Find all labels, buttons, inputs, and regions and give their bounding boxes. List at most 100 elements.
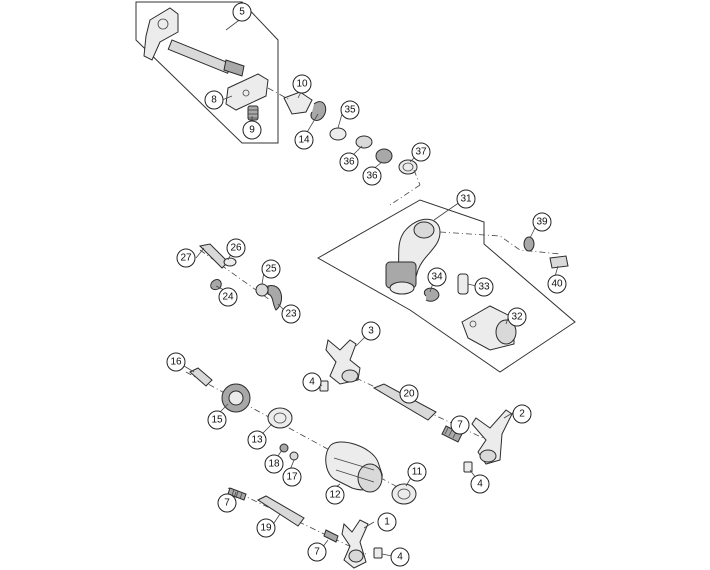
shift-lever-group-frame xyxy=(316,199,576,373)
callout-11: 11 xyxy=(407,462,427,482)
bolt-16-part xyxy=(189,367,213,387)
svg-text:14: 14 xyxy=(298,135,310,146)
svg-text:19: 19 xyxy=(260,523,272,534)
shift-pedal-32-part xyxy=(461,305,517,351)
svg-text:31: 31 xyxy=(460,194,472,205)
callout-33: 33 xyxy=(474,277,494,297)
svg-text:7: 7 xyxy=(314,547,320,558)
shift-plate-part xyxy=(225,73,269,111)
svg-text:39: 39 xyxy=(536,217,548,228)
bushing-36b-part xyxy=(375,148,393,164)
svg-text:4: 4 xyxy=(477,479,483,490)
svg-text:7: 7 xyxy=(457,420,463,431)
svg-text:34: 34 xyxy=(431,272,443,283)
callout-5: 5 xyxy=(232,2,252,22)
svg-text:32: 32 xyxy=(511,312,523,323)
callout-4-upper: 4 xyxy=(302,372,322,392)
spring-clip-14-part xyxy=(310,101,327,121)
callout-10: 10 xyxy=(292,74,312,94)
shift-fork-1-part xyxy=(341,519,369,569)
shift-shaft-group-frame xyxy=(135,1,279,144)
spring-23-part xyxy=(267,285,283,311)
washer-17-part xyxy=(289,451,299,461)
callout-37: 37 xyxy=(411,142,431,162)
screw-27-part xyxy=(198,243,229,269)
svg-text:11: 11 xyxy=(412,467,423,478)
callout-35: 35 xyxy=(340,100,360,120)
callout-39: 39 xyxy=(532,212,552,232)
bolt-40-part xyxy=(549,255,569,269)
svg-text:13: 13 xyxy=(251,435,263,446)
svg-text:36: 36 xyxy=(343,157,355,168)
callout-1: 1 xyxy=(377,512,397,532)
shift-drum-locating-15-part xyxy=(221,383,251,413)
svg-text:37: 37 xyxy=(415,147,427,158)
callout-9: 9 xyxy=(242,120,262,140)
callout-32: 32 xyxy=(507,307,527,327)
roller-25-part xyxy=(255,283,269,297)
svg-text:4: 4 xyxy=(309,377,315,388)
svg-text:40: 40 xyxy=(551,279,563,290)
washer-13-part xyxy=(267,407,293,429)
svg-text:9: 9 xyxy=(249,125,255,136)
svg-text:8: 8 xyxy=(211,95,217,106)
spring-7b-part xyxy=(227,487,247,501)
svg-text:12: 12 xyxy=(329,490,341,501)
callout-15: 15 xyxy=(207,410,227,430)
circlip-34-part xyxy=(424,287,440,302)
svg-text:35: 35 xyxy=(344,105,356,116)
callout-7-left: 7 xyxy=(217,493,237,513)
svg-text:18: 18 xyxy=(268,459,280,470)
svg-text:15: 15 xyxy=(211,415,223,426)
pin-33-part xyxy=(457,273,469,295)
svg-text:16: 16 xyxy=(170,357,182,368)
callout-7-middle: 7 xyxy=(450,415,470,435)
callout-26: 26 xyxy=(226,238,246,258)
callout-20: 20 xyxy=(399,384,419,404)
svg-text:20: 20 xyxy=(403,389,415,400)
svg-text:26: 26 xyxy=(230,243,242,254)
pin-4b-part xyxy=(463,461,473,473)
shift-fork-2-part xyxy=(471,409,513,465)
svg-text:2: 2 xyxy=(519,409,525,420)
callout-13: 13 xyxy=(247,430,267,450)
callout-18: 18 xyxy=(264,454,284,474)
callout-17: 17 xyxy=(282,467,302,487)
washer-35-part xyxy=(329,127,347,141)
washer-39-part xyxy=(523,236,535,252)
shift-lever-part xyxy=(385,218,441,295)
callout-19: 19 xyxy=(256,518,276,538)
svg-text:1: 1 xyxy=(384,517,390,528)
shift-rail-19-part xyxy=(256,495,305,527)
svg-text:4: 4 xyxy=(397,552,403,563)
svg-text:10: 10 xyxy=(296,79,308,90)
svg-text:27: 27 xyxy=(180,253,192,264)
callout-7-bottom: 7 xyxy=(307,542,327,562)
callout-4-middle: 4 xyxy=(470,474,490,494)
callout-14: 14 xyxy=(294,130,314,150)
callout-40: 40 xyxy=(547,274,567,294)
callout-4-bottom: 4 xyxy=(390,547,410,567)
svg-text:24: 24 xyxy=(222,292,234,303)
callout-36-lower: 36 xyxy=(362,166,382,186)
pin-4c-part xyxy=(373,547,383,559)
callout-24: 24 xyxy=(218,287,238,307)
svg-text:33: 33 xyxy=(478,282,490,293)
callout-23: 23 xyxy=(281,304,301,324)
svg-text:17: 17 xyxy=(286,472,298,483)
spring-part xyxy=(247,105,259,121)
spring-7c-part xyxy=(323,529,339,543)
callout-16: 16 xyxy=(166,352,186,372)
svg-text:7: 7 xyxy=(224,498,230,509)
bearing-11-part xyxy=(391,483,417,505)
svg-text:23: 23 xyxy=(285,309,297,320)
callout-8: 8 xyxy=(204,90,224,110)
seal-37-part xyxy=(398,159,418,175)
svg-text:25: 25 xyxy=(265,264,277,275)
shift-shaft-part xyxy=(143,7,245,77)
washer-26-part xyxy=(223,257,237,267)
callout-25: 25 xyxy=(261,259,281,279)
callout-34: 34 xyxy=(427,267,447,287)
callout-2: 2 xyxy=(512,404,532,424)
